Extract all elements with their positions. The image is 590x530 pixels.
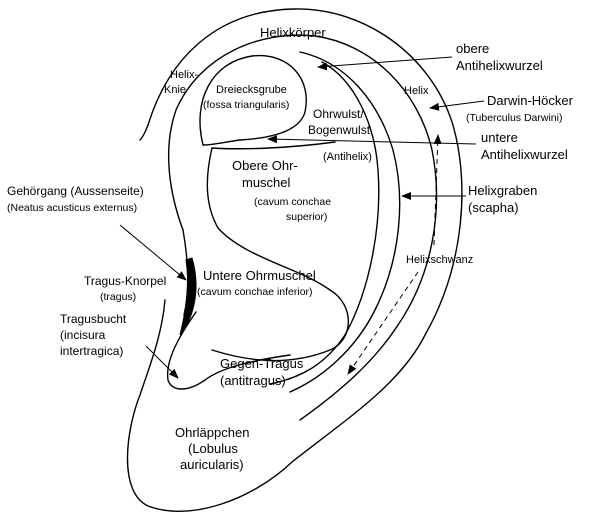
- label-ohrlaeppchen-line1: Ohrläppchen: [175, 425, 249, 440]
- label-dreiecksgrube-line1: Dreiecksgrube: [216, 84, 287, 96]
- label-tragus-line1: Tragus-Knorpel: [84, 274, 166, 288]
- label-obere-ohrmuschel-line1: Obere Ohr-: [232, 158, 298, 173]
- antihelix-outer: [289, 51, 401, 393]
- label-ohrwulst-line1: Ohrwulst/: [313, 107, 364, 121]
- label-darwin-line2: (Tuberculus Darwini): [466, 112, 562, 124]
- label-helix: Helix: [404, 85, 429, 97]
- concha-boundary: [206, 147, 350, 362]
- label-ohrlaeppchen-line2: (Lobulus: [188, 441, 238, 456]
- label-helixkoerper: Helixkörper: [260, 25, 326, 40]
- label-gehoergang-line2: (Neatus acusticus externus): [7, 202, 137, 214]
- triangular-fossa: [199, 54, 307, 146]
- tragus-cartilage: [179, 257, 197, 336]
- arrow-untere-antihelixwurzel: [267, 135, 477, 145]
- pointer-arrows: [119, 56, 485, 379]
- arrow-gehoergang: [119, 224, 187, 281]
- arrow-helixschwanz-down: [347, 271, 419, 375]
- label-antihelix: (Antihelix): [323, 151, 372, 163]
- label-tragusbucht-line2: (incisura: [60, 328, 106, 342]
- ear-outline: [126, 8, 463, 512]
- label-obere-ohrmuschel-line4: superior): [286, 211, 327, 223]
- label-tragus-line2: (tragus): [100, 291, 136, 303]
- label-tragusbucht-line1: Tragusbucht: [60, 312, 127, 326]
- label-obere-antihelixwurzel-line1: obere: [456, 41, 489, 56]
- label-untere-antihelixwurzel-line2: Antihelixwurzel: [481, 147, 568, 162]
- arrow-helixschwanz-up: [433, 134, 442, 246]
- label-obere-ohrmuschel-line2: muschel: [242, 175, 291, 190]
- label-gegen-tragus-line2: (antitragus): [220, 373, 286, 388]
- label-helixgraben-line1: Helixgraben: [468, 183, 537, 198]
- label-untere-antihelixwurzel-line1: untere: [481, 130, 518, 145]
- label-tragusbucht-line3: intertragica): [60, 344, 123, 358]
- antitragus-contour: [166, 311, 291, 390]
- lower-antihelix-crus: [211, 141, 336, 150]
- label-helix-knie-line1: Helix-: [170, 69, 198, 81]
- label-helix-knie-line2: Knie: [164, 84, 186, 96]
- antihelix-inner: [269, 61, 380, 385]
- label-obere-antihelixwurzel-line2: Antihelixwurzel: [456, 58, 543, 73]
- arrow-darwin: [429, 100, 485, 111]
- arrow-obere-antihelixwurzel: [317, 56, 453, 71]
- label-untere-ohrmuschel-line2: (cavum conchae inferior): [197, 286, 313, 298]
- label-helixgraben-line2: (scapha): [468, 200, 519, 215]
- label-gegen-tragus-line1: Gegen-Tragus: [220, 356, 304, 371]
- label-ohrwulst-line2: Bogenwulst: [308, 123, 371, 137]
- label-darwin-line1: Darwin-Höcker: [487, 93, 574, 108]
- labels: Helixkörper Helix- Knie Dreiecksgrube (f…: [7, 25, 574, 472]
- label-gehoergang-line1: Gehörgang (Aussenseite): [7, 184, 144, 198]
- label-helixschwanz: Helixschwanz: [406, 254, 473, 266]
- outer-helix-rim: [126, 8, 463, 512]
- helix-root-stub: [139, 124, 149, 141]
- arrow-tragusbucht: [145, 345, 179, 379]
- label-untere-ohrmuschel-line1: Untere Ohrmuschel: [203, 268, 316, 283]
- inner-helix-rim: [168, 34, 438, 421]
- label-dreiecksgrube-line2: (fossa triangularis): [203, 99, 289, 111]
- label-obere-ohrmuschel-line3: (cavum conchae: [254, 196, 331, 208]
- label-ohrlaeppchen-line3: auricularis): [180, 457, 244, 472]
